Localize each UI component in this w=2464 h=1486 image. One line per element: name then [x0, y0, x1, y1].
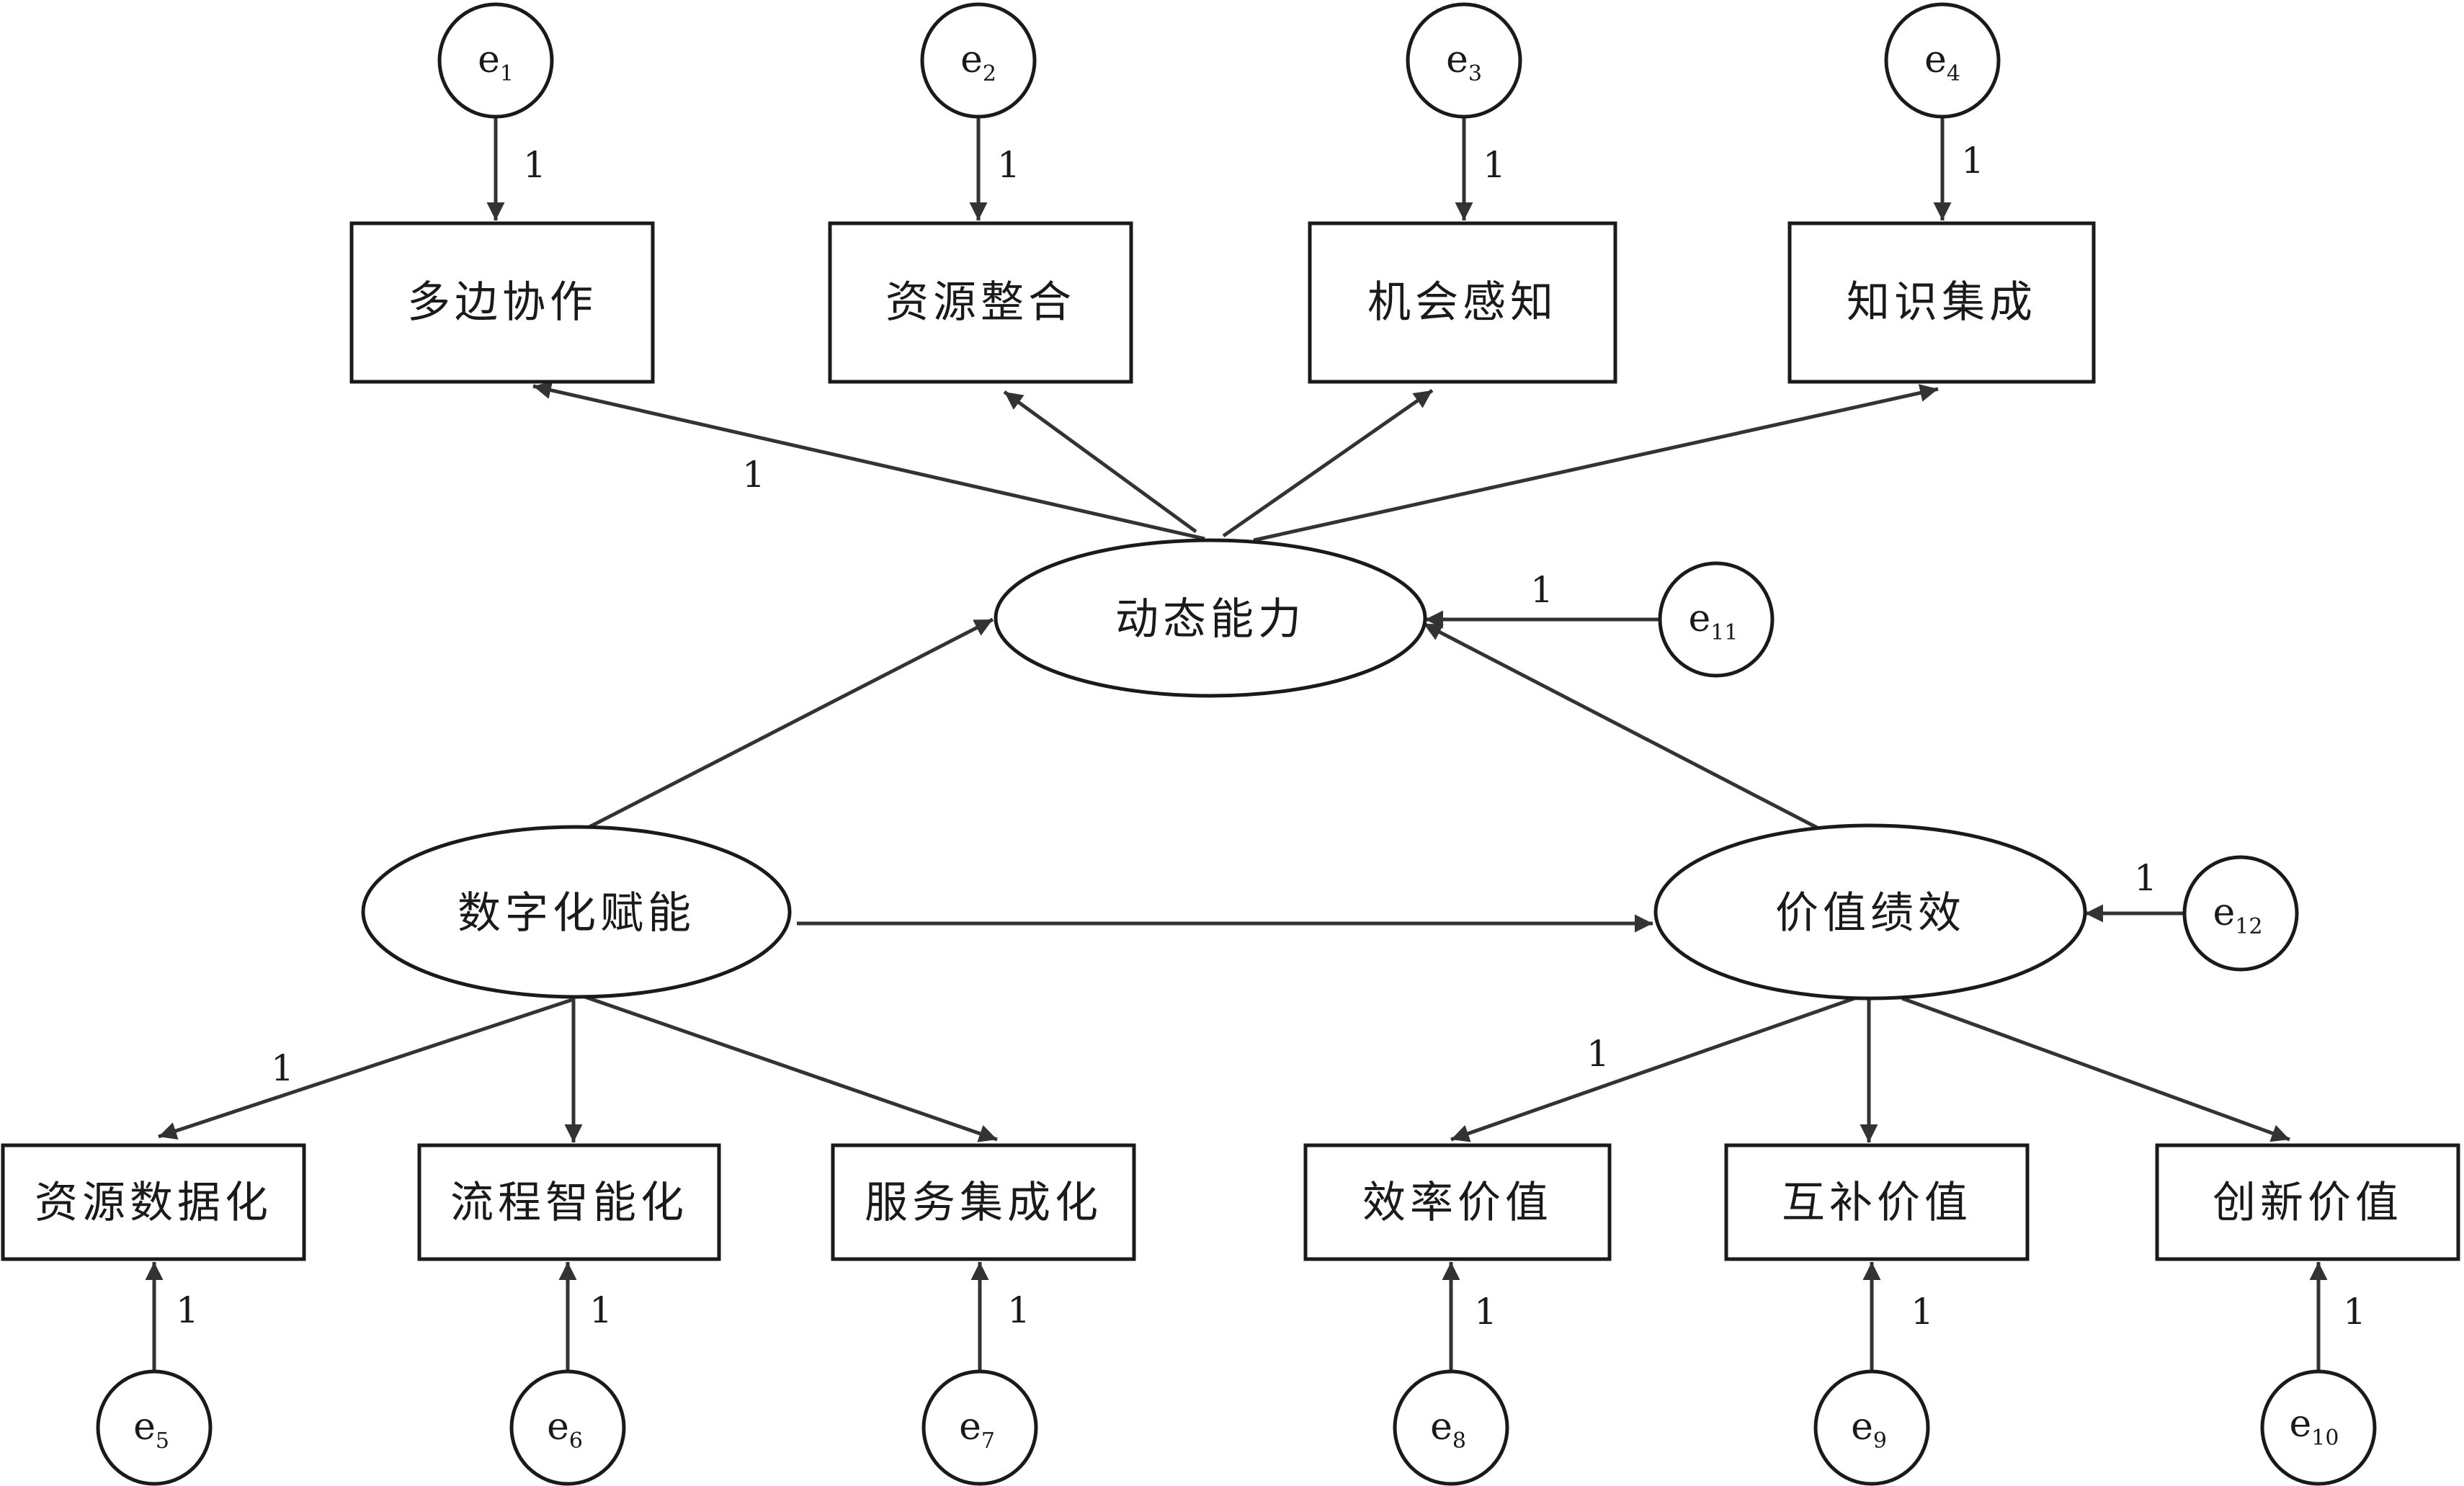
svg-text:e10: e10: [2290, 1402, 2339, 1451]
label-e11: 1: [1530, 569, 1553, 611]
arrow-digital-service-integration: [584, 995, 998, 1142]
indicator-knowledge-integration: 知识集成: [1787, 221, 2096, 384]
indicator-resource-integration: 资源整合: [828, 221, 1133, 384]
indicator-process-intelligent: 流程智能化: [417, 1143, 721, 1261]
label-digital-resource-data: 1: [271, 1047, 294, 1089]
label-e2: 1: [997, 144, 1020, 186]
error-e10: e10: [2260, 1369, 2377, 1486]
label-e6: 1: [589, 1289, 612, 1331]
svg-text:数字化赋能: 数字化赋能: [457, 888, 695, 939]
svg-text:资源数据化: 资源数据化: [35, 1178, 272, 1228]
indicator-efficiency-value: 效率价值: [1303, 1143, 1612, 1261]
error-e2: e2: [920, 2, 1037, 119]
svg-text:创新价值: 创新价值: [2213, 1178, 2403, 1228]
svg-text:互补价值: 互补价值: [1782, 1178, 1972, 1228]
latent-value-performance: 价值绩效: [1653, 823, 2087, 1001]
svg-text:e1: e1: [478, 38, 514, 86]
label-e12: 1: [2134, 857, 2157, 899]
svg-text:服务集成化: 服务集成化: [865, 1178, 1102, 1228]
svg-text:知识集成: 知识集成: [1847, 277, 2037, 328]
indicator-resource-data: 资源数据化: [1, 1143, 306, 1261]
label-dynamic-multilateral: 1: [742, 454, 765, 496]
arrow-digital-resource-data: [158, 998, 573, 1140]
svg-text:动态能力: 动态能力: [1115, 594, 1305, 645]
arrow-value-innovation: [1901, 996, 2290, 1142]
indicator-opportunity-sensing: 机会感知: [1308, 221, 1617, 384]
svg-text:e2: e2: [960, 38, 996, 86]
label-e7: 1: [1007, 1289, 1030, 1331]
error-e6: e6: [509, 1369, 626, 1486]
label-e5: 1: [176, 1289, 199, 1331]
error-e8: e8: [1393, 1369, 1509, 1486]
indicator-complementary-value: 互补价值: [1724, 1143, 2030, 1261]
error-e4: e4: [1884, 2, 2001, 119]
svg-text:e6: e6: [547, 1405, 583, 1454]
error-e9: e9: [1813, 1369, 1930, 1486]
svg-text:e7: e7: [959, 1405, 995, 1454]
svg-text:流程智能化: 流程智能化: [450, 1178, 688, 1228]
label-e10: 1: [2343, 1291, 2366, 1333]
svg-text:资源整合: 资源整合: [885, 277, 1076, 328]
svg-text:e9: e9: [1851, 1405, 1887, 1454]
latent-dynamic-capability: 动态能力: [994, 538, 1427, 698]
svg-text:e4: e4: [1924, 38, 1960, 86]
label-e3: 1: [1483, 144, 1506, 186]
error-e3: e3: [1406, 2, 1522, 119]
error-e1: e1: [437, 2, 554, 119]
arrow-value-dynamic: [1422, 622, 1823, 832]
indicator-innovation-value: 创新价值: [2155, 1143, 2460, 1261]
svg-text:机会感知: 机会感知: [1367, 277, 1558, 328]
label-e8: 1: [1474, 1291, 1497, 1333]
svg-text:e11: e11: [1689, 597, 1738, 645]
label-e4: 1: [1961, 140, 1984, 182]
arrow-dynamic-resource-integration: [1003, 390, 1197, 534]
latent-digital-enablement: 数字化赋能: [361, 825, 792, 999]
label-value-efficiency: 1: [1586, 1033, 1610, 1075]
error-e11: e11: [1658, 561, 1775, 678]
path-labels: 1 1 1 1 1 1 1 1 1 1 1 1 1 1 1: [176, 140, 2366, 1333]
svg-text:e12: e12: [2213, 891, 2263, 939]
label-e9: 1: [1911, 1291, 1934, 1333]
svg-text:效率价值: 效率价值: [1362, 1178, 1553, 1228]
arrow-value-efficiency: [1450, 996, 1855, 1142]
svg-text:多边协作: 多边协作: [407, 277, 597, 328]
error-e12: e12: [2182, 855, 2299, 972]
svg-text:e3: e3: [1446, 38, 1482, 86]
arrows: [145, 117, 2328, 1371]
indicator-service-integration: 服务集成化: [831, 1143, 1136, 1261]
svg-text:e5: e5: [133, 1405, 169, 1454]
arrow-dynamic-knowledge-integration: [1253, 384, 1939, 542]
svg-text:e8: e8: [1430, 1405, 1466, 1454]
error-e7: e7: [921, 1369, 1038, 1486]
svg-text:价值绩效: 价值绩效: [1775, 888, 1965, 939]
indicator-multilateral: 多边协作: [349, 221, 655, 384]
arrow-dynamic-opportunity-sensing: [1222, 388, 1434, 538]
error-e5: e5: [96, 1369, 213, 1486]
label-e1: 1: [523, 144, 546, 186]
arrow-digital-dynamic: [588, 617, 994, 829]
arrow-dynamic-multilateral: [532, 381, 1205, 541]
